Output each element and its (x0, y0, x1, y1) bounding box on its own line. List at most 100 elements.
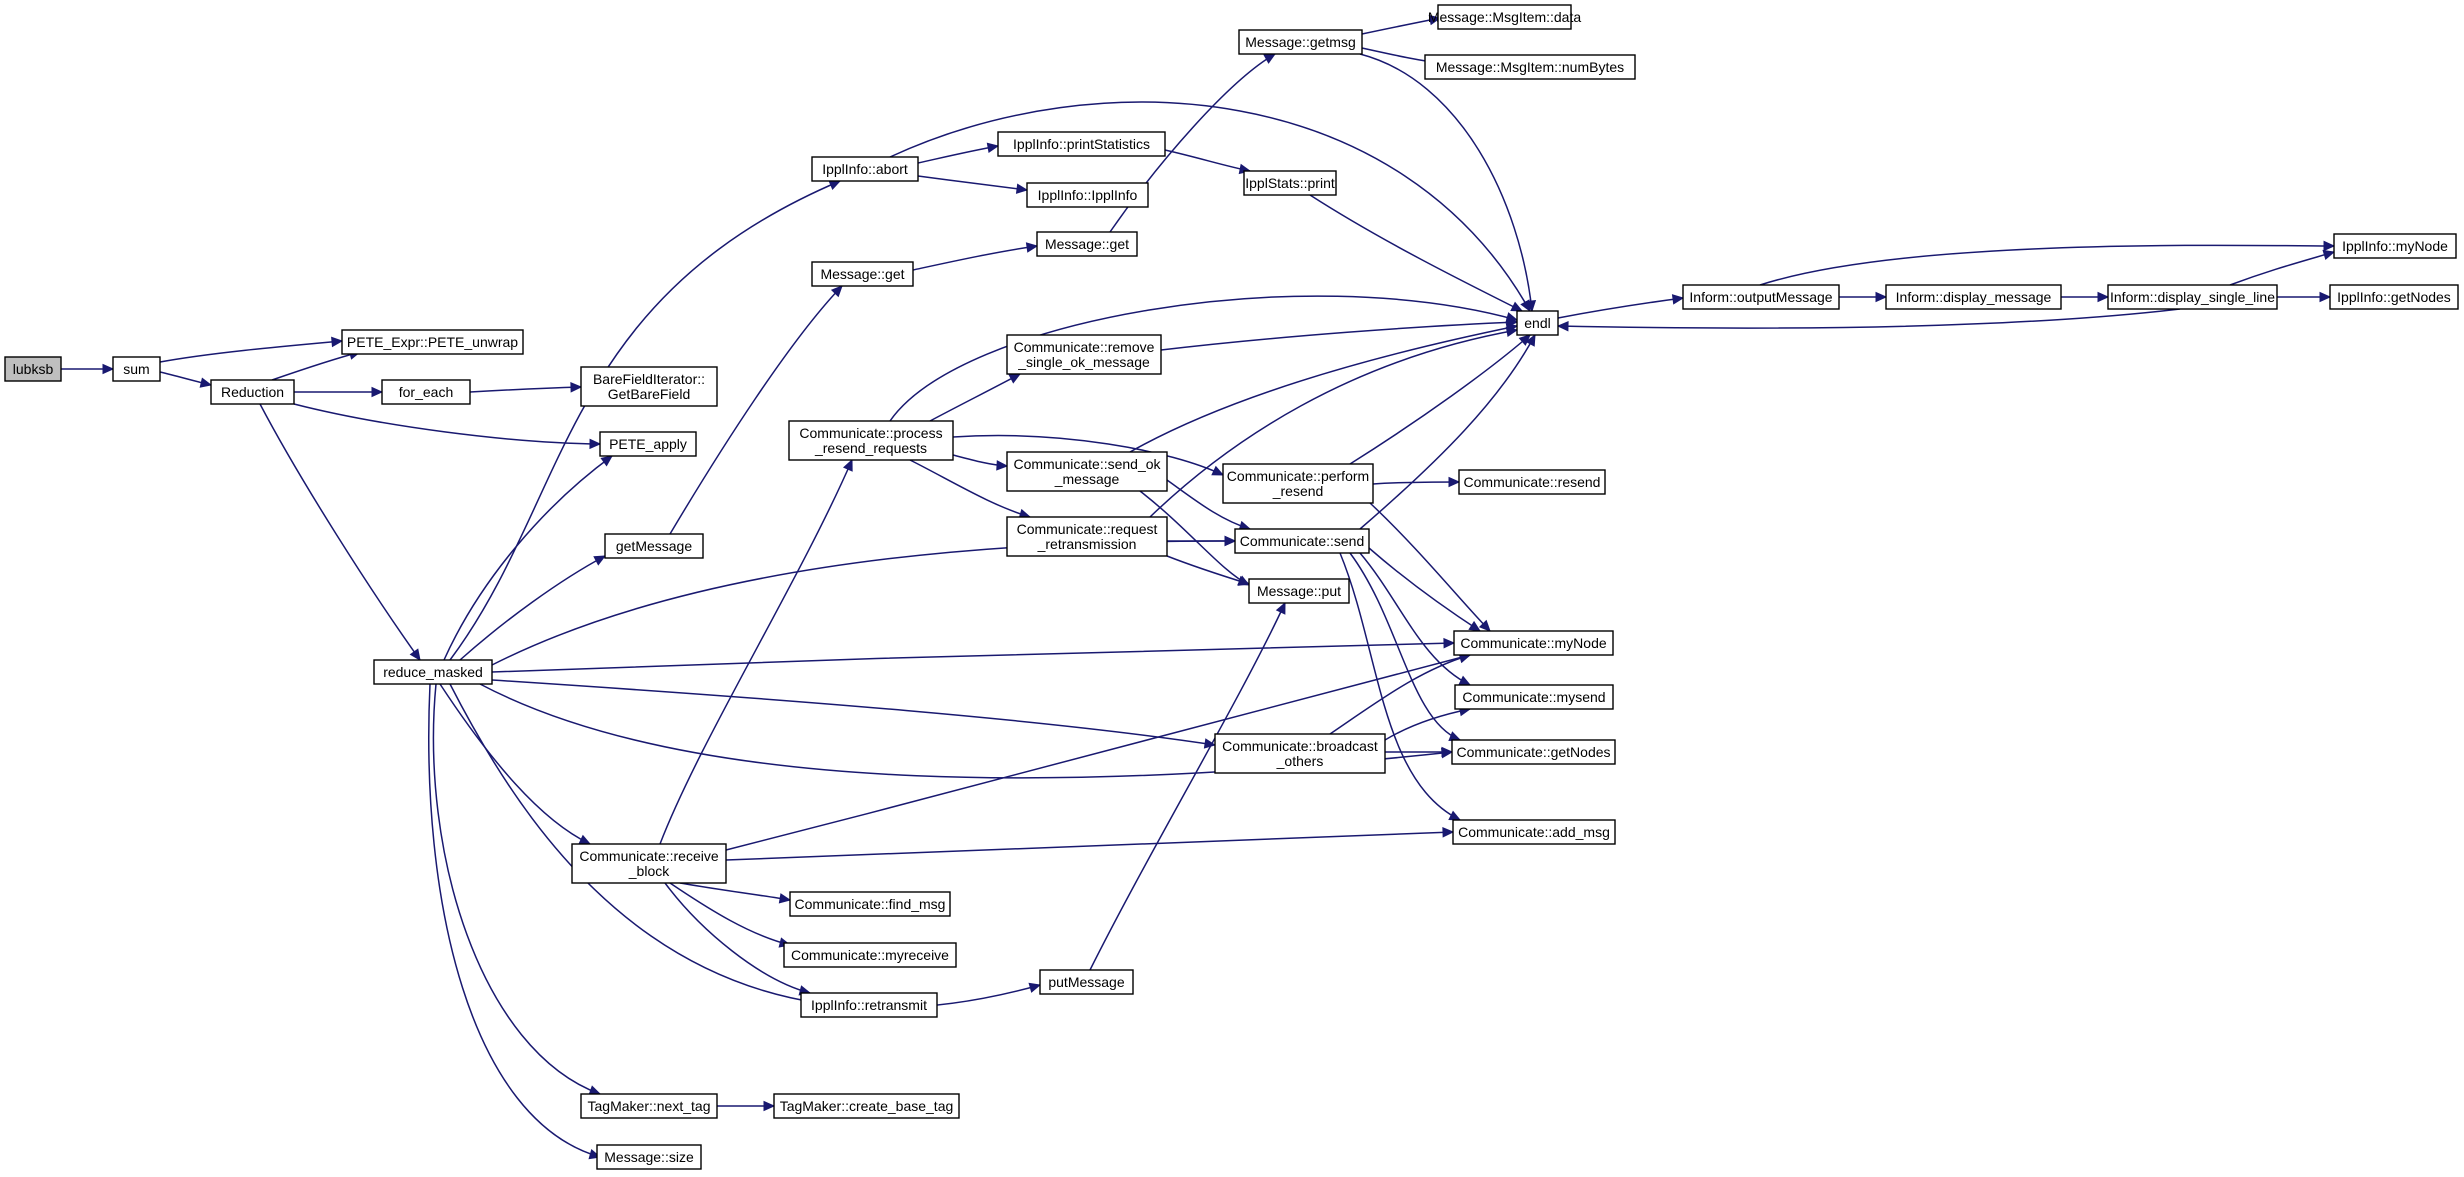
node-message-size[interactable]: Message::size (596, 1144, 702, 1170)
node-box (1238, 29, 1363, 55)
node-label: Reduction (221, 384, 284, 400)
node-label: _resend (1272, 483, 1324, 499)
node-display-single[interactable]: Inform::display_single_line (2107, 284, 2278, 310)
node-ipplinfo-abort[interactable]: IpplInfo::abort (811, 156, 919, 182)
call-edges (61, 14, 2336, 1160)
node-outputmessage[interactable]: Inform::outputMessage (1682, 284, 1840, 310)
node-label: IpplStats::print (1245, 175, 1335, 191)
node-pete-apply[interactable]: PETE_apply (599, 431, 697, 457)
node-comm-resend[interactable]: Communicate::resend (1458, 469, 1606, 495)
node-message-get2[interactable]: Message::get (1036, 231, 1138, 257)
node-message-get[interactable]: Message::get (811, 261, 914, 287)
node-label: Communicate::receive (579, 848, 718, 864)
node-ipplstats-print[interactable]: IpplStats::print (1243, 170, 1337, 196)
edge-reduce_masked-to-ipplinfo_abort (449, 180, 842, 661)
node-box (1453, 630, 1614, 656)
node-label: _resend_requests (814, 440, 927, 456)
node-add-msg[interactable]: Communicate::add_msg (1452, 819, 1616, 845)
node-find-msg[interactable]: Communicate::find_msg (789, 891, 951, 917)
node-box (2107, 284, 2278, 310)
node-next-tag[interactable]: TagMaker::next_tag (580, 1093, 718, 1119)
node-msgitem-numbytes[interactable]: Message::MsgItem::numBytes (1424, 54, 1636, 80)
node-reduction[interactable]: Reduction (210, 379, 295, 405)
node-broadcast-others[interactable]: Communicate::broadcast_others (1214, 733, 1386, 774)
node-putmessage[interactable]: putMessage (1039, 969, 1134, 995)
node-box (580, 366, 718, 407)
node-label: Message::MsgItem::data (1428, 9, 1582, 25)
node-label: IpplInfo::getNodes (2337, 289, 2451, 305)
edge-reduce_masked-to-comm_mynode (491, 637, 1456, 673)
node-msgitem-data[interactable]: Message::MsgItem::data (1428, 4, 1582, 30)
node-process-resend[interactable]: Communicate::process_resend_requests (788, 420, 954, 461)
node-box (1039, 969, 1134, 995)
node-request-retrans[interactable]: Communicate::request_retransmission (1006, 516, 1168, 557)
edge-perform_resend-to-comm_mynode (1369, 502, 1491, 632)
node-label: IpplInfo::retransmit (811, 997, 927, 1013)
node-send-ok[interactable]: Communicate::send_ok_message (1006, 451, 1168, 492)
node-label: sum (123, 361, 149, 377)
node-label: Communicate::myreceive (791, 947, 949, 963)
node-label: Message::put (1257, 583, 1341, 599)
node-perform-resend[interactable]: Communicate::perform_resend (1222, 463, 1374, 504)
node-retransmit[interactable]: IpplInfo::retransmit (800, 992, 938, 1018)
edge-next_tag-to-create_base_tag (717, 1100, 776, 1112)
edge-lubksb-to-sum (61, 363, 115, 375)
node-endl[interactable]: endl (1516, 310, 1559, 336)
node-box (112, 356, 161, 382)
node-label: Communicate::request (1017, 521, 1158, 537)
node-for-each[interactable]: for_each (381, 379, 471, 405)
node-box (580, 1093, 718, 1119)
node-box (604, 533, 704, 559)
edge-comm_send-to-comm_getnodes (1349, 552, 1462, 741)
node-create-base-tag[interactable]: TagMaker::create_base_tag (773, 1093, 960, 1119)
edge-sum-to-reduction (159, 371, 213, 388)
edge-remove_single-to-endl (1160, 317, 1519, 351)
edge-process_resend-to-remove_single (929, 373, 1022, 422)
node-getmessage[interactable]: getMessage (604, 533, 704, 559)
node-box (1006, 516, 1168, 557)
node-box (811, 156, 919, 182)
node-label: Communicate::broadcast (1222, 738, 1378, 754)
node-label: putMessage (1048, 974, 1124, 990)
node-reduce-masked[interactable]: reduce_masked (373, 659, 493, 685)
node-ippl-mynode[interactable]: IpplInfo::myNode (2333, 233, 2457, 259)
node-message-getmsg[interactable]: Message::getmsg (1238, 29, 1363, 55)
node-box (4, 356, 62, 382)
node-box (773, 1093, 960, 1119)
node-box (571, 843, 727, 884)
node-lubksb[interactable]: lubksb (4, 356, 62, 382)
node-box (789, 891, 951, 917)
node-ippl-getnodes[interactable]: IpplInfo::getNodes (2329, 284, 2459, 310)
node-label: Message::size (604, 1149, 694, 1165)
node-label: for_each (399, 384, 453, 400)
node-printstats[interactable]: IpplInfo::printStatistics (997, 131, 1166, 157)
node-box (381, 379, 471, 405)
node-label: Inform::display_single_line (2110, 289, 2275, 305)
node-comm-getnodes[interactable]: Communicate::getNodes (1451, 739, 1616, 765)
node-pete-unwrap[interactable]: PETE_Expr::PETE_unwrap (341, 329, 524, 355)
edge-ipplinfo_abort-to-ipplinfo_ctor (917, 175, 1029, 194)
node-myreceive[interactable]: Communicate::myreceive (783, 942, 957, 968)
node-remove-single[interactable]: Communicate::remove_single_ok_message (1006, 334, 1162, 375)
edge-comm_send-to-comm_mysend (1359, 552, 1472, 686)
edge-putmessage-to-message_put (1089, 601, 1286, 971)
node-label: IpplInfo::abort (822, 161, 908, 177)
node-sum[interactable]: sum (112, 356, 161, 382)
node-message-put[interactable]: Message::put (1248, 578, 1350, 604)
node-box (1451, 739, 1616, 765)
node-label: Communicate::find_msg (795, 896, 946, 912)
edge-display_single-to-ippl_getnodes (2277, 291, 2332, 303)
edge-process_resend-to-perform_resend (952, 434, 1225, 476)
node-box (811, 261, 914, 287)
node-display-message[interactable]: Inform::display_message (1885, 284, 2062, 310)
node-label: _message (1054, 471, 1120, 487)
node-receive-block[interactable]: Communicate::receive_block (571, 843, 727, 884)
node-comm-mynode[interactable]: Communicate::myNode (1453, 630, 1614, 656)
edge-reduction-to-for_each (294, 386, 384, 398)
edge-process_resend-to-endl (889, 295, 1519, 422)
node-barefield[interactable]: BareFieldIterator::GetBareField (580, 366, 718, 407)
node-ipplinfo-ctor[interactable]: IpplInfo::IpplInfo (1026, 182, 1149, 208)
node-comm-send[interactable]: Communicate::send (1234, 528, 1370, 554)
node-comm-mysend[interactable]: Communicate::mysend (1454, 684, 1614, 710)
